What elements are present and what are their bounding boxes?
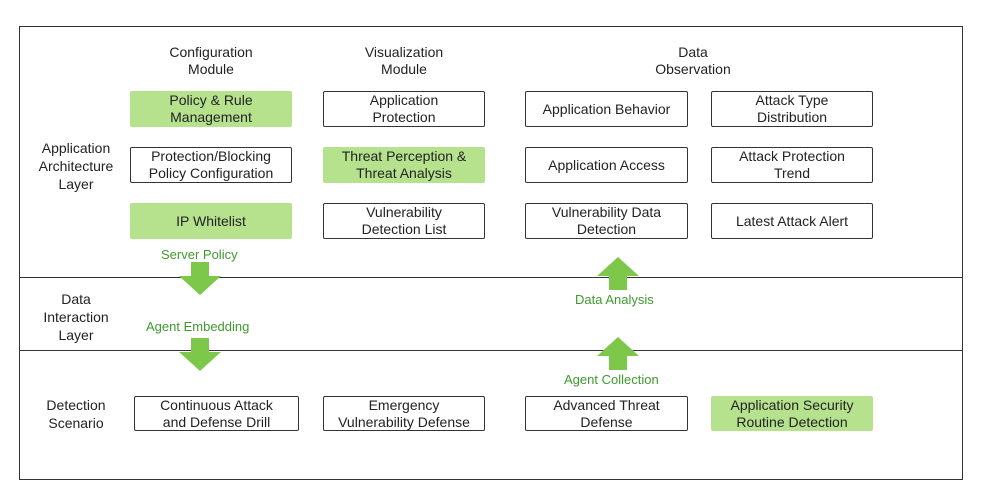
diagram-frame [19,26,963,480]
arrow-down-agent-embedding-icon [179,338,221,371]
label-server-policy: Server Policy [161,247,238,262]
label-agent-embedding: Agent Embedding [146,319,250,334]
header-visualization-module: Visualization Module [364,44,444,77]
layer-divider-top [19,277,963,278]
box-continuous-attack-defense-drill: Continuous Attack and Defense Drill [134,396,299,431]
layer-label-interaction: Data Interaction Layer [43,291,109,343]
arrow-up-data-analysis-icon [597,257,639,290]
box-vulnerability-data-detection: Vulnerability Data Detection [525,203,688,239]
header-configuration-module: Configuration Module [169,44,253,77]
label-data-analysis: Data Analysis [575,292,654,307]
box-application-security-routine-detection: Application Security Routine Detection [711,396,873,431]
box-application-behavior: Application Behavior [525,91,688,127]
layer-label-detection: Detection Scenario [46,397,106,431]
box-application-protection: Application Protection [323,91,485,127]
box-protection-blocking-policy-configuration: Protection/Blocking Policy Configuration [130,147,292,183]
box-policy-rule-management: Policy & Rule Management [130,91,292,127]
box-ip-whitelist: IP Whitelist [130,203,292,239]
box-application-access: Application Access [525,147,688,183]
box-attack-protection-trend: Attack Protection Trend [711,147,873,183]
box-advanced-threat-defense: Advanced Threat Defense [525,396,688,431]
header-data-observation: Data Observation [655,44,731,77]
layer-label-application: Application Architecture Layer [38,140,114,192]
label-agent-collection: Agent Collection [564,372,659,387]
layer-divider-bottom [19,350,963,351]
box-latest-attack-alert: Latest Attack Alert [711,203,873,239]
box-emergency-vulnerability-defense: Emergency Vulnerability Defense [323,396,485,431]
arrow-down-server-policy-icon [179,262,221,295]
box-vulnerability-detection-list: Vulnerability Detection List [323,203,485,239]
box-threat-perception-analysis: Threat Perception & Threat Analysis [323,147,485,183]
arrow-up-agent-collection-icon [597,337,639,370]
box-attack-type-distribution: Attack Type Distribution [711,91,873,127]
